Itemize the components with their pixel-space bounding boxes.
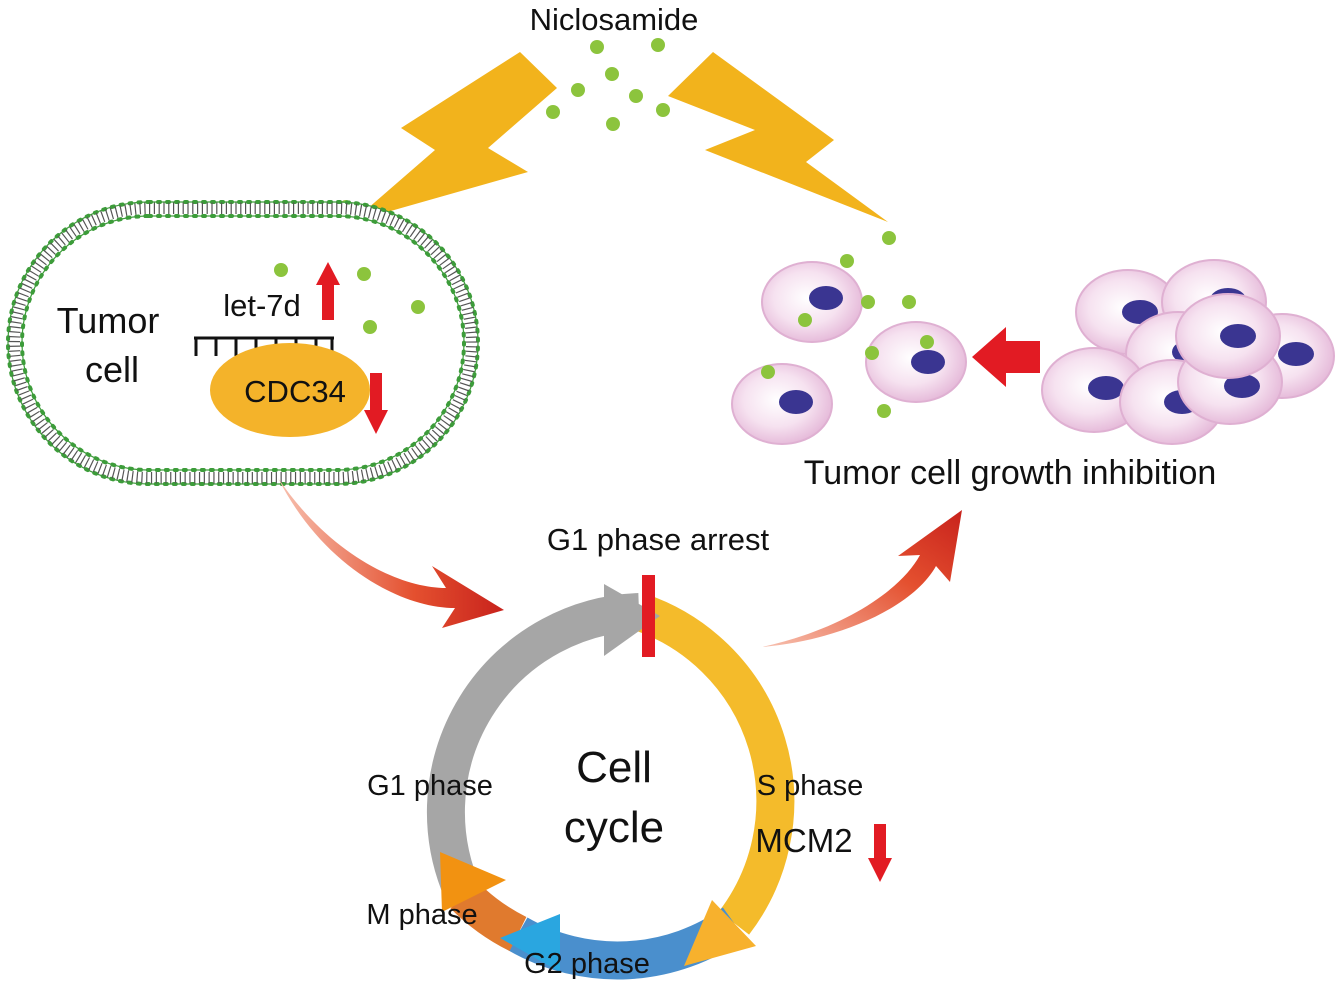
s-phase-arc: [633, 594, 795, 935]
up-arrow-icon: [316, 262, 340, 320]
g1-arrest-bar: [642, 575, 655, 657]
g1-phase-label: G1 phase: [367, 770, 493, 802]
tumor-cell-label-line1: Tumor: [57, 300, 160, 341]
tumor-cell-label-line2: cell: [85, 349, 139, 390]
mcm2-label: MCM2: [755, 822, 852, 859]
drug-particles-near-cells: [761, 254, 934, 418]
tumor-cell-membrane: [6, 200, 480, 486]
drug-label: Niclosamide: [530, 2, 699, 37]
mirna-binding-comb: [194, 336, 334, 356]
cell-cycle-title-line2: cycle: [564, 803, 664, 852]
down-arrow-icon: [364, 373, 388, 434]
cdc34-protein: [210, 343, 370, 437]
mcm2-down-arrow-icon: [868, 824, 892, 882]
cell-cycle-title-line1: Cell: [576, 743, 652, 792]
s-phase-label: S phase: [757, 770, 863, 802]
s-arrowhead: [684, 900, 756, 966]
growth-inhibition-label: Tumor cell growth inhibition: [804, 454, 1217, 492]
untreated-tumor-cell-cluster: [1041, 259, 1335, 445]
let-7d-label: let-7d: [223, 288, 301, 323]
treated-tumor-cells: [731, 261, 967, 445]
g1-arrowhead: [604, 584, 660, 656]
lightning-bolt-right: [668, 52, 888, 222]
cdc34-label: CDC34: [244, 374, 346, 409]
inhibition-arrow-icon: [972, 327, 1040, 387]
m-phase-label: M phase: [366, 899, 477, 931]
g2-phase-label: G2 phase: [524, 948, 650, 980]
lightning-bolt-left: [352, 52, 557, 222]
drug-particles-internal: [274, 263, 425, 334]
flow-arrow-to-cycle: [278, 478, 504, 628]
g1-phase-arc: [426, 593, 640, 903]
flow-arrow-to-outcome: [762, 510, 962, 647]
m-arrowhead: [440, 852, 506, 912]
g2-arrowhead: [500, 914, 560, 972]
g1-arrest-label: G1 phase arrest: [547, 522, 770, 557]
